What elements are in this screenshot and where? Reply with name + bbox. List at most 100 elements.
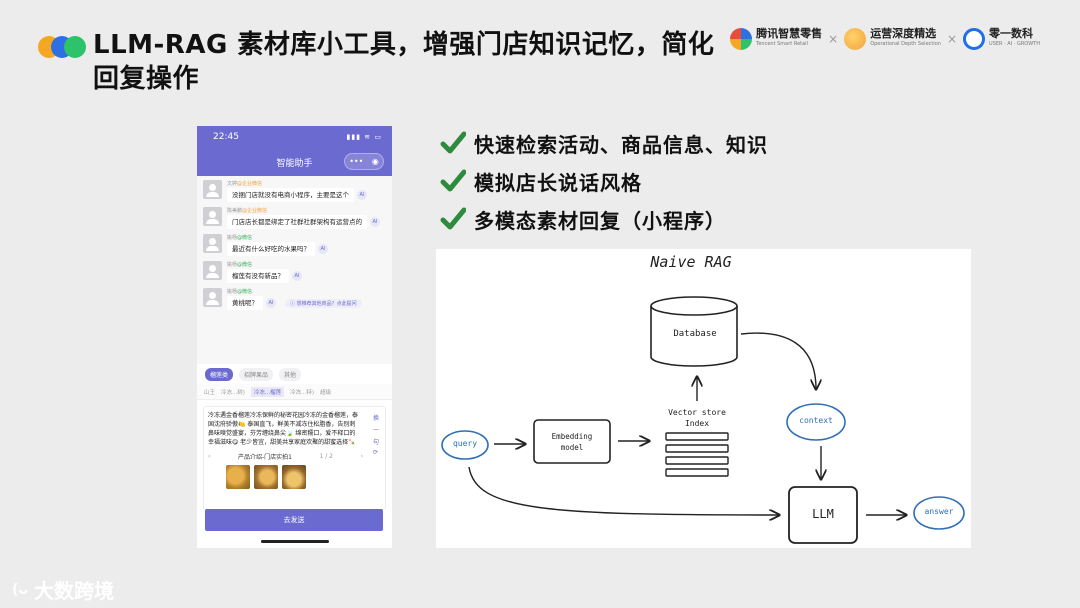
logo-sub: USER · AI · GROWTH xyxy=(989,41,1040,47)
avatar xyxy=(203,261,222,280)
durian-image[interactable] xyxy=(254,465,278,489)
subtab-item[interactable]: 山王 xyxy=(204,389,216,396)
recommend-hint[interactable]: ⓘ 想推荐其他商品？点此提问 xyxy=(285,298,362,308)
query-label: query xyxy=(452,439,478,448)
chevron-left-icon[interactable]: ‹ xyxy=(208,453,211,460)
message-bubble: 没捆门店就没有电商小程序，主要是这个 xyxy=(227,188,354,202)
subtab-item[interactable]: 冷冻...树) xyxy=(221,389,245,396)
database-cylinder xyxy=(650,296,738,367)
sender-tag: @企业微信 xyxy=(242,208,268,214)
logo-sub: Tencent Smart Retail xyxy=(756,41,808,47)
close-icon[interactable]: ◉ xyxy=(371,157,379,166)
sender-name: 姚杨 xyxy=(227,262,238,268)
subtab-item[interactable]: 超级 xyxy=(320,389,332,396)
send-button[interactable]: 去发送 xyxy=(205,509,383,531)
category-tabs: 榴莲类 招牌果品 其他 xyxy=(197,364,392,384)
chat-list: 文婷@企业微信 没捆门店就没有电商小程序，主要是这个 AI 陈美鹏@企业微信 门… xyxy=(197,176,392,364)
chat-message: 姚杨@微信 最近有什么好吃的水果吗？ AI xyxy=(203,234,386,256)
message-bubble: 最近有什么好吃的水果吗？ xyxy=(227,242,315,256)
avatar xyxy=(203,288,222,307)
tab-signature[interactable]: 招牌果品 xyxy=(239,367,274,381)
logo-name: 运营深度精选 xyxy=(870,27,937,40)
ai-reply-icon[interactable]: AI xyxy=(357,190,367,200)
feature-item: 快速检索活动、商品信息、知识 xyxy=(440,124,768,162)
logo-separator: × xyxy=(828,32,839,46)
operation-logo: 运营深度精选 Operational Depth Selection xyxy=(844,28,941,50)
sender-name: 姚杨 xyxy=(227,289,238,295)
sender-name: 陈美鹏 xyxy=(227,208,243,214)
feature-item: 多模态素材回复（小程序） xyxy=(440,200,768,238)
draft-actions: 换 一 句 ⟳ xyxy=(373,413,379,456)
feature-list: 快速检索活动、商品信息、知识 模拟店长说话风格 多模态素材回复（小程序） xyxy=(440,124,768,238)
page-title: LLM-RAG 素材库小工具，增强门店知识记忆，简化回复操作 xyxy=(93,30,715,94)
embedding-box xyxy=(533,419,611,464)
query-ellipse xyxy=(441,430,489,460)
ai-reply-icon[interactable]: AI xyxy=(370,217,380,227)
answer-label: answer xyxy=(924,507,954,516)
miniapp-capsule[interactable]: ••• ◉ xyxy=(344,153,384,170)
brand-dots xyxy=(38,36,88,58)
sender-tag: @微信 xyxy=(237,289,253,295)
check-icon xyxy=(440,130,466,156)
tab-other[interactable]: 其他 xyxy=(279,367,302,381)
sender-name: 姚杨 xyxy=(227,235,238,241)
lingyi-logo: 零一数科 USER · AI · GROWTH xyxy=(963,28,1040,50)
swap-action[interactable]: 句 xyxy=(372,439,379,446)
status-icons: ▮▮▮ ≋ ▭ xyxy=(346,133,382,141)
subtab-item-active[interactable]: 冷冻...榴莲 xyxy=(250,386,285,397)
ai-reply-icon[interactable]: AI xyxy=(318,244,328,254)
diagram-title: Naive RAG xyxy=(650,253,732,271)
logo-name: 腾讯智慧零售 xyxy=(756,27,823,40)
logo-sub: Operational Depth Selection xyxy=(870,41,941,47)
chevron-right-icon[interactable]: › xyxy=(360,453,363,460)
partner-logos: 腾讯智慧零售 Tencent Smart Retail × 运营深度精选 Ope… xyxy=(730,28,1040,50)
ai-reply-icon[interactable]: AI xyxy=(292,271,302,281)
tab-durian[interactable]: 榴莲类 xyxy=(205,367,234,381)
feature-text: 快速检索活动、商品信息、知识 xyxy=(474,132,768,157)
chat-message: 姚杨@微信 黄桃呢？ AI ⓘ 想推荐其他商品？点此提问 xyxy=(203,288,386,310)
refresh-icon[interactable]: ⟳ xyxy=(372,449,379,456)
ai-reply-icon[interactable]: AI xyxy=(266,298,276,308)
database-to-context-arrow xyxy=(740,332,816,389)
subtab-item[interactable]: 冷冻...特) xyxy=(290,389,315,396)
tencent-logo-icon xyxy=(730,28,753,50)
context-label: context xyxy=(799,416,833,425)
logo-separator: × xyxy=(946,32,958,46)
swap-action[interactable]: 换 xyxy=(372,415,379,422)
reply-draft: 冷冻遇金香榴莲冷冻保鲜的秘密花园冷冻的金香榴莲，泰国沈府骄傲🍋 泰国直飞，鲜美不… xyxy=(203,406,386,510)
brand-name: 大数跨境 xyxy=(34,579,115,603)
brand-mark-icon: (ᴗ xyxy=(12,581,29,598)
query-to-llm-arrow xyxy=(468,466,779,515)
swap-action[interactable]: 一 xyxy=(372,427,379,434)
feature-item: 模拟店长说话风格 xyxy=(440,162,768,200)
durian-image[interactable] xyxy=(226,465,250,489)
avatar xyxy=(203,234,222,253)
status-bar: 22:45 ▮▮▮ ≋ ▭ xyxy=(197,126,392,148)
more-icon[interactable]: ••• xyxy=(349,157,364,166)
vector-store-stack xyxy=(665,432,729,477)
operation-logo-icon xyxy=(844,28,867,50)
tencent-logo: 腾讯智慧零售 Tencent Smart Retail xyxy=(730,28,822,50)
sender-tag: @微信 xyxy=(237,262,253,268)
llm-box xyxy=(788,486,858,544)
message-bubble: 门店店长都是绑定了社群社群架构有运营点的 xyxy=(227,215,367,229)
draft-text[interactable]: 冷冻遇金香榴莲冷冻保鲜的秘密花园冷冻的金香榴莲，泰国沈府骄傲🍋 泰国直飞，鲜美不… xyxy=(208,412,359,446)
chat-message: 文婷@企业微信 没捆门店就没有电商小程序，主要是这个 AI xyxy=(203,180,386,202)
feature-text: 多模态素材回复（小程序） xyxy=(474,208,726,233)
nav-title: 智能助手 xyxy=(276,158,313,169)
durian-image[interactable] xyxy=(282,465,306,489)
sub-tabs: 山王 冷冻...树) 冷冻...榴莲 冷冻...特) 超级 xyxy=(197,384,392,400)
flow-arrows xyxy=(468,332,906,515)
message-bubble: 榴莲有没有新品？ xyxy=(227,269,289,283)
database-label: Database xyxy=(673,329,717,339)
avatar xyxy=(203,207,222,226)
llm-label: LLM xyxy=(812,507,834,521)
check-icon xyxy=(440,168,466,194)
status-time: 22:45 xyxy=(213,132,239,142)
sender-tag: @企业微信 xyxy=(237,181,263,187)
phone-screenshot: 22:45 ▮▮▮ ≋ ▭ 智能助手 ••• ◉ 文婷@企业微信 没捆门店就没有… xyxy=(197,126,392,548)
home-indicator xyxy=(261,540,329,543)
